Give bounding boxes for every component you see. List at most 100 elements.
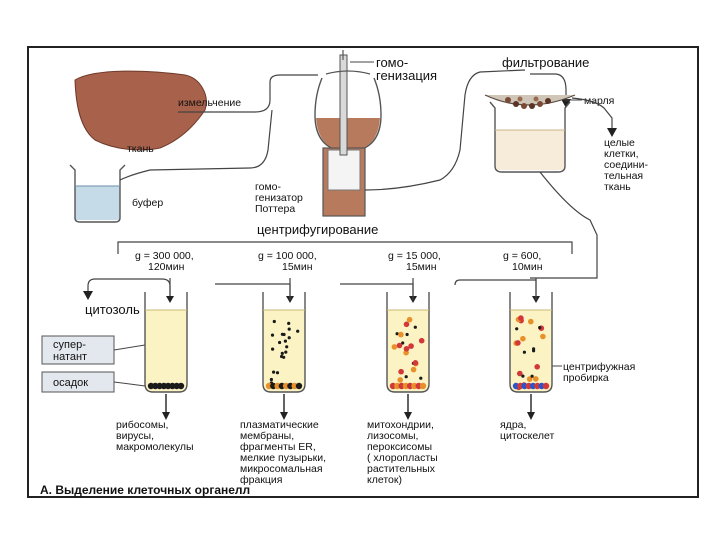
tube-4-particle [540, 333, 546, 340]
fraction-2-line-6: фракция [240, 474, 282, 486]
tube-4-outline [509, 292, 553, 393]
tube-2-particle [285, 345, 289, 349]
tube-4-particle [518, 315, 524, 321]
tube-3-particle [419, 376, 423, 380]
tube-4-particle [517, 370, 523, 377]
fraction-3-line-1: митохондрии, [367, 419, 434, 431]
tube-3-outline [386, 292, 430, 393]
potter-label-line1: гомо- [255, 181, 281, 193]
tube-2-particle [269, 377, 273, 382]
tube-3-pellet-particle [419, 382, 427, 390]
tube-3-particle [401, 341, 405, 345]
tissue-label: ткань [127, 143, 154, 155]
centrifugation-bracket [117, 241, 573, 254]
tube-3-particle [412, 360, 419, 366]
tube-2-outline [262, 292, 306, 393]
tube-4-particle [533, 376, 539, 382]
tube-3-particle [410, 366, 417, 373]
fraction-3-line-2: лизосомы, [367, 430, 418, 442]
tube-2-particle [280, 351, 284, 355]
supernatant-label-line1: супер- [53, 339, 86, 351]
centrifugation-label: центрифугирование [257, 222, 378, 237]
tube-3-particle [395, 332, 399, 336]
tube-2-particle [272, 319, 276, 324]
tube-3-output-arrow-head [404, 412, 412, 420]
tube-4-particle [534, 364, 540, 370]
tube-2-particle [296, 329, 300, 333]
condition-4-line2: 10мин [512, 261, 543, 273]
tube-2-pellet-particle [295, 382, 303, 390]
tube-2-particle [287, 321, 291, 325]
tube-3-particle [397, 377, 404, 383]
potter-label-line2: генизатор [255, 192, 303, 204]
condition-3-line2: 15мин [406, 261, 437, 273]
tube-2-particle [271, 347, 275, 351]
fraction-2-line-2: мембраны, [240, 430, 294, 442]
tube-1-output-arrow-head [162, 412, 170, 420]
potter-homogenizer [314, 50, 382, 217]
fraction-2-text: плазматические мембраны, фрагменты ER, м… [240, 419, 326, 486]
pellet-label: осадок [53, 377, 88, 389]
transfer-line-4-to-3 [454, 279, 537, 300]
centrifuge-tube-label-line2: пробирка [563, 372, 609, 384]
tube-2-particle [278, 340, 282, 345]
fraction-3-line-5: растительных [367, 463, 436, 475]
whole-cells-arrow-head [607, 128, 617, 137]
tube-4-particle [515, 327, 519, 331]
tube-2-particle [272, 370, 276, 374]
fraction-2-line-3: фрагменты ER, [240, 441, 316, 453]
tube-3-particle [391, 344, 398, 350]
filtration-label: фильтрование [502, 55, 589, 70]
fraction-4-line-2: цитоскелет [500, 430, 554, 442]
filtrate-line [530, 171, 598, 279]
tube-4-pellet-particle [542, 382, 550, 390]
condition-1-line2: 120мин [148, 261, 185, 273]
whole-cells-label-line4: тельная [604, 170, 643, 182]
cytosol-label: цитозоль [85, 302, 140, 317]
whole-cells-label-line1: целые [604, 137, 635, 149]
tube-4-particle [522, 350, 527, 354]
tube-2-particle [270, 333, 275, 337]
transfer-line-2-to-1 [215, 283, 291, 300]
fraction-3-line-4: ( хлоропласты [367, 452, 438, 464]
tube-3-particle [398, 331, 404, 338]
condition-3-line1: g = 15 000, [388, 250, 441, 262]
cytosol-arrow-head [83, 291, 93, 300]
tube-2-particle [287, 336, 291, 340]
homogenization-label-line2: генизация [376, 68, 437, 83]
fraction-1-line-1: рибосомы, [116, 419, 168, 431]
whole-cells-label-line5: ткань [604, 181, 631, 193]
tube-3-particle [408, 343, 414, 349]
supernatant-box [41, 335, 115, 365]
buffer-label: буфер [132, 197, 163, 209]
homogenization-label-line1: гомо- [376, 55, 408, 70]
tube-2-particle [275, 371, 280, 375]
tube-4-particle [526, 376, 533, 382]
gauze-label: марля [584, 95, 614, 107]
pellet-pointer [113, 381, 146, 387]
condition-4-line1: g = 600, [503, 250, 541, 262]
fraction-4-line-1: ядра, [500, 419, 526, 431]
buffer-to-homogenizer-line [119, 109, 273, 181]
tube-2-particle [280, 354, 284, 359]
tube-4-particle [515, 340, 521, 346]
tube-4-particle [532, 349, 536, 353]
fraction-3-line-3: пероксисомы [367, 441, 432, 453]
tube-3-particle [406, 316, 413, 323]
condition-2-line1: g = 100 000, [258, 250, 317, 262]
tube-3-particle [413, 325, 417, 329]
tube-4-particle [530, 374, 534, 378]
fraction-3-line-6: клеток) [367, 474, 402, 486]
tube-4-output-arrow-head [527, 412, 535, 420]
filtration-beaker [484, 94, 576, 173]
tube-2-particle [284, 350, 288, 354]
whole-cells-label-line2: клетки, [604, 148, 639, 160]
potter-label-line3: Поттера [255, 203, 295, 215]
tube-1-inflow-arrow-head [166, 296, 174, 303]
tube-3-particle [396, 342, 403, 349]
filtration-arrow-line [530, 73, 567, 102]
fraction-4-text: ядра, цитоскелет [500, 419, 554, 442]
tube-3-particle [398, 368, 404, 375]
fraction-1-text: рибосомы, вирусы, макромолекулы [116, 419, 194, 453]
